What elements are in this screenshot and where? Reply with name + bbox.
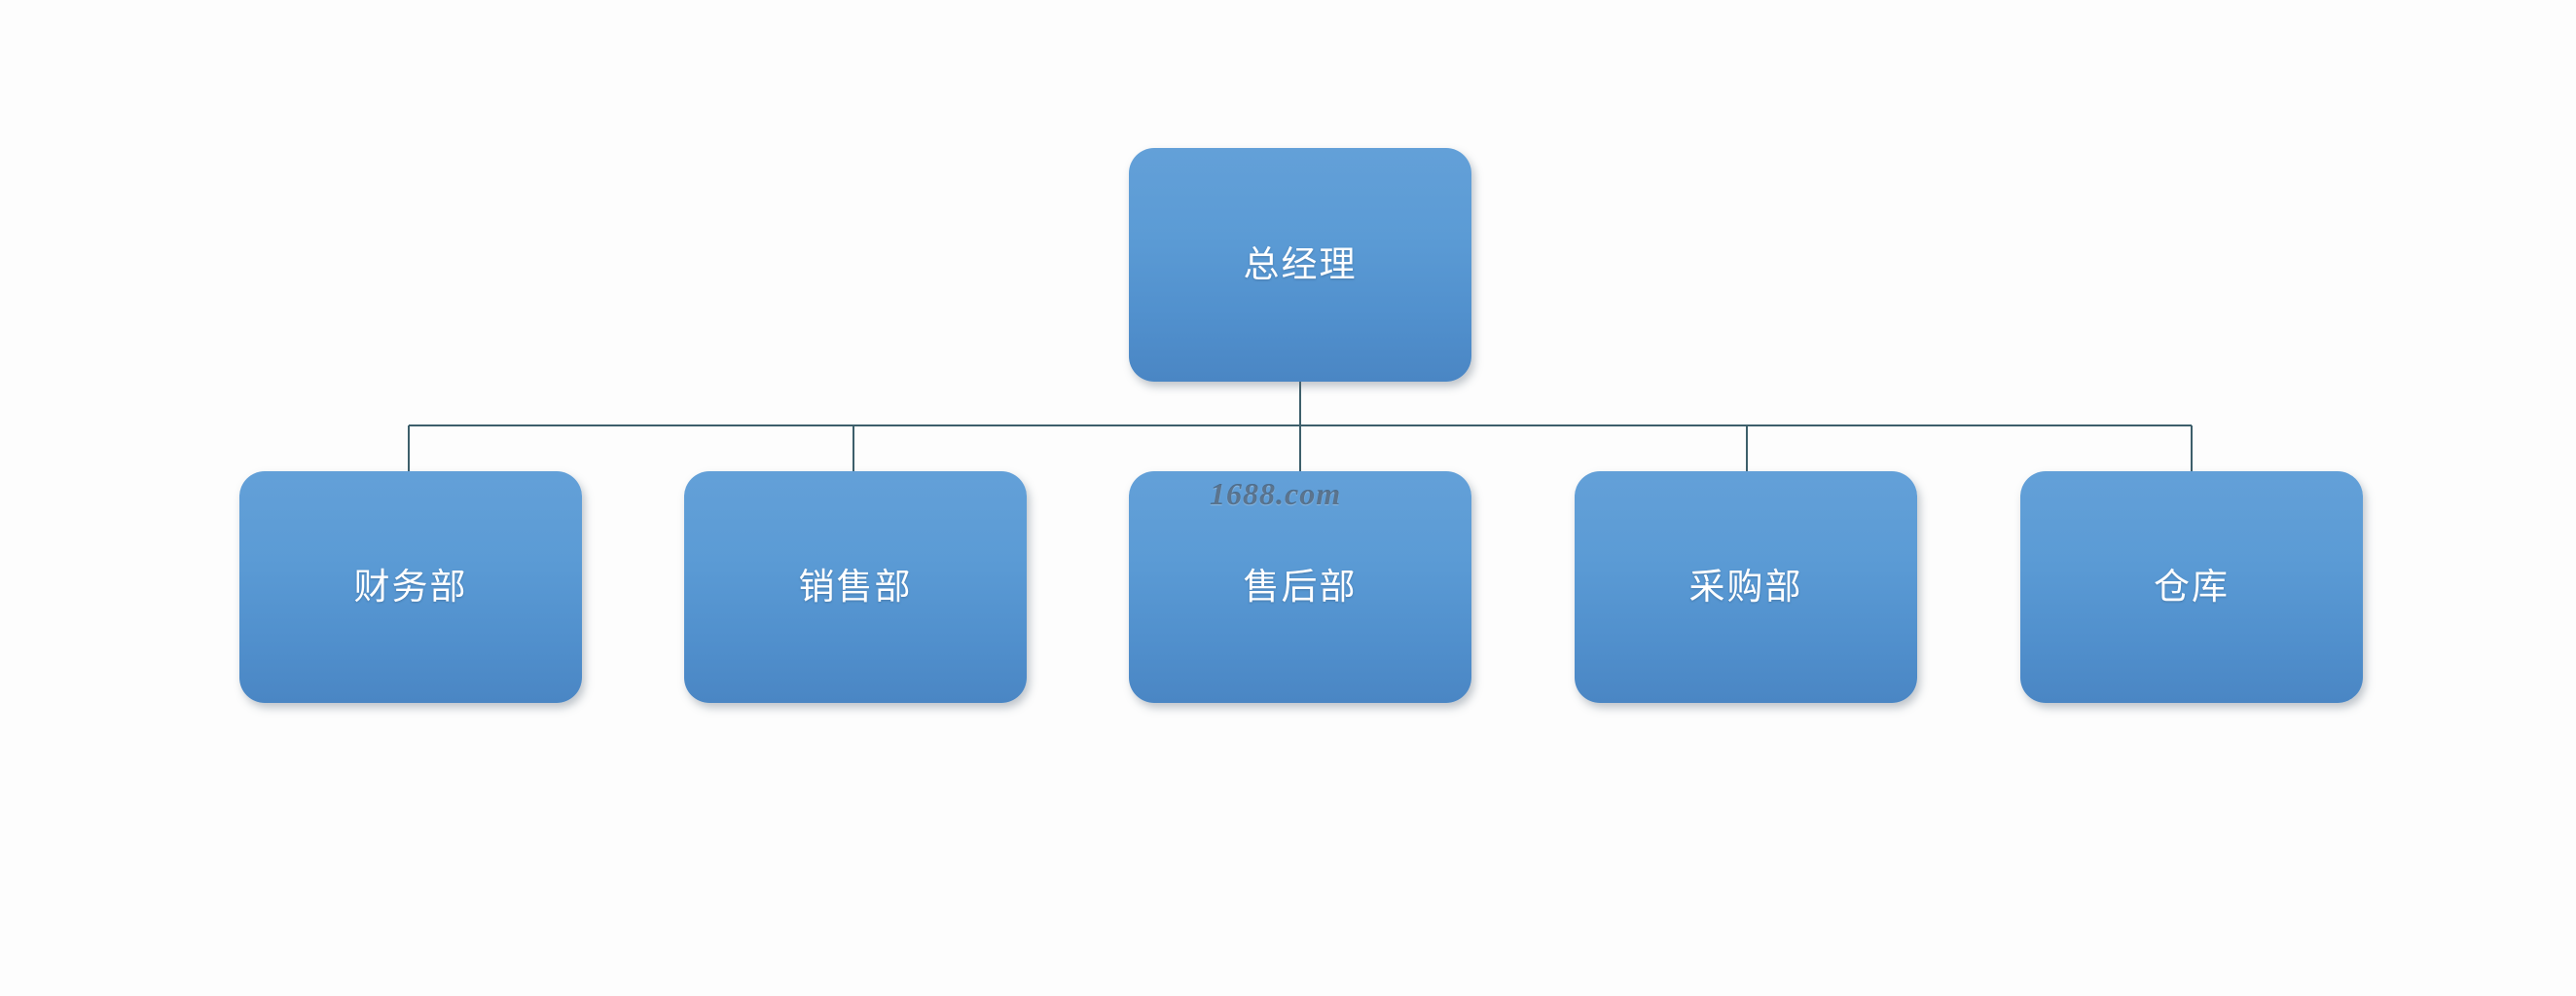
org-node-label: 总经理 xyxy=(1243,243,1358,284)
org-node-child[interactable]: 销售部 xyxy=(684,471,1027,703)
org-node-child[interactable]: 采购部 xyxy=(1575,471,1917,703)
org-node-child[interactable]: 仓库 xyxy=(2020,471,2363,703)
org-node-label: 采购部 xyxy=(1688,566,1803,607)
org-node-label: 财务部 xyxy=(353,566,468,607)
org-node-child[interactable]: 售后部 xyxy=(1129,471,1471,703)
org-node-label: 售后部 xyxy=(1243,566,1358,607)
org-node-label: 仓库 xyxy=(2154,566,2230,607)
org-node-root[interactable]: 总经理 xyxy=(1129,148,1471,382)
org-node-label: 销售部 xyxy=(798,566,913,607)
org-node-child[interactable]: 财务部 xyxy=(239,471,582,703)
